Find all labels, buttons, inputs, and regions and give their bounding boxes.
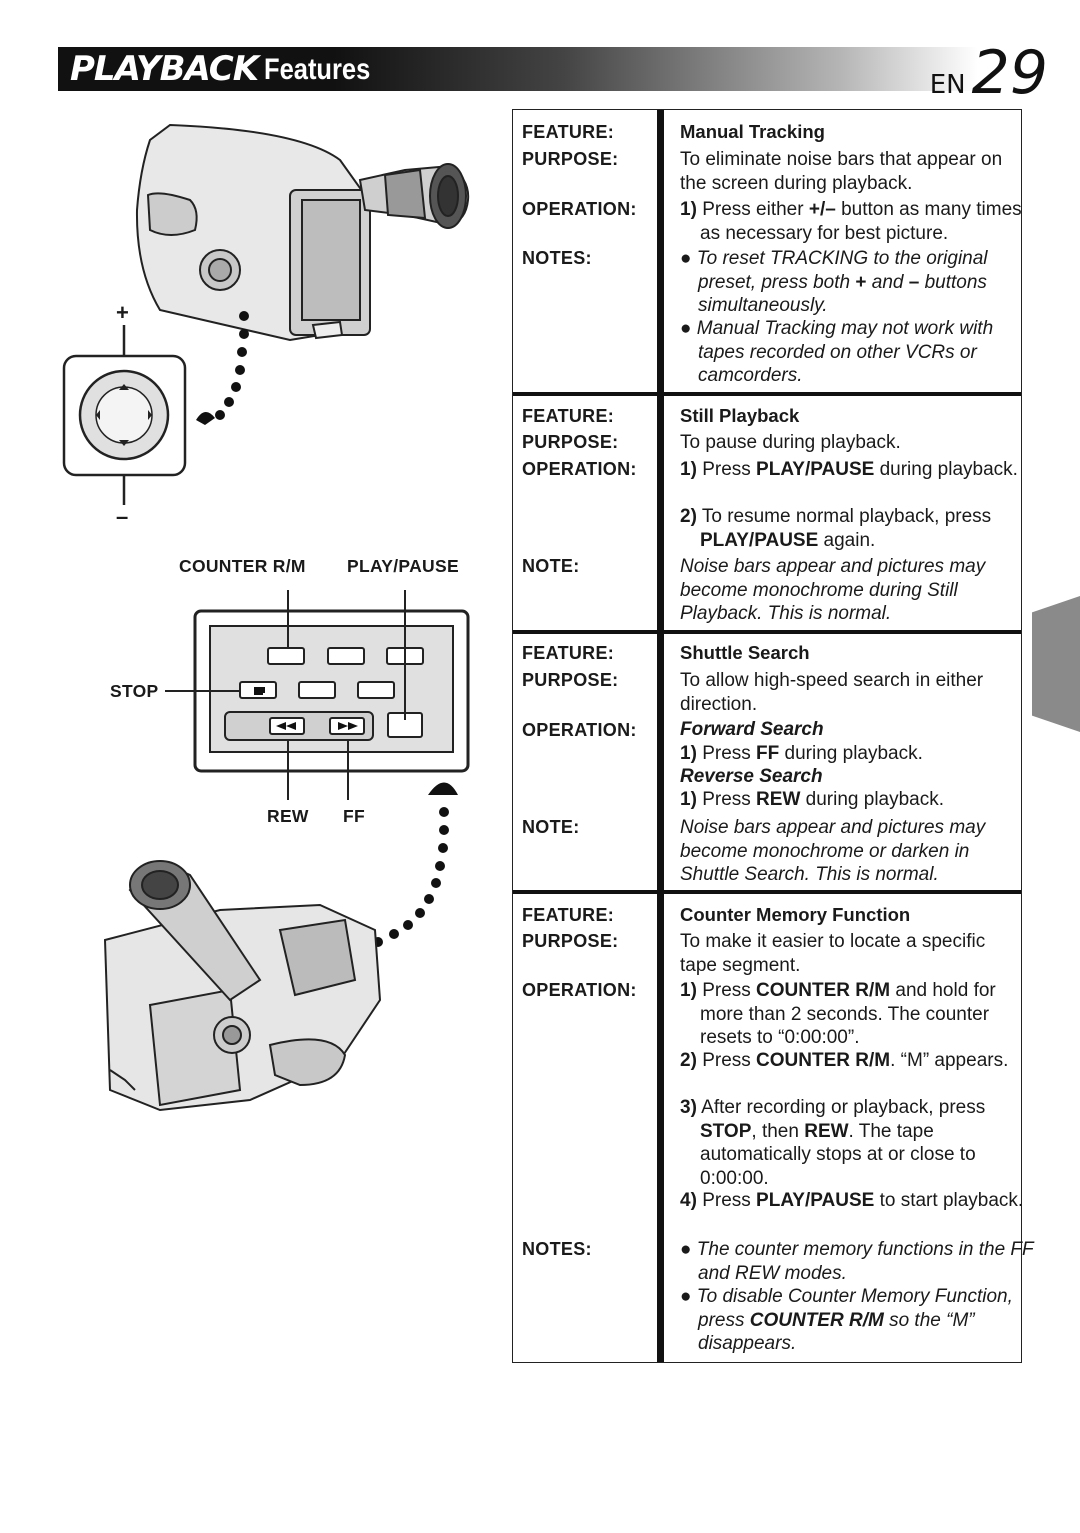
note-text: Noise bars appear and pictures may becom… xyxy=(680,556,986,624)
camcorder-illustrations: + – COUNTER R/M PLAY/PAUSE STOP REW FF xyxy=(0,100,500,1134)
header-title-features: Features xyxy=(264,53,371,86)
dotted-arrow-bottom xyxy=(357,782,458,953)
operation-step: 1) Press COUNTER R/M and hold for more t… xyxy=(680,980,996,1048)
rew-label: REW xyxy=(267,806,309,826)
operation-label: OPERATION: xyxy=(522,980,637,1000)
purpose-label: PURPOSE: xyxy=(522,432,619,452)
page-header-bar: PLAYBACK Features xyxy=(58,47,978,91)
section-divider xyxy=(513,890,1021,894)
feature-title: Still Playback xyxy=(680,405,800,426)
feature-title: Counter Memory Function xyxy=(680,904,911,925)
forward-search-title: Forward Search xyxy=(680,719,824,740)
operation-step: 2) To resume normal playback, press PLAY… xyxy=(680,506,992,551)
table-divider-vertical xyxy=(657,110,664,1362)
note-text: Noise bars appear and pictures may becom… xyxy=(680,817,986,885)
note-item: ● The counter memory functions in the FF… xyxy=(680,1239,1034,1284)
feature-label: FEATURE: xyxy=(522,905,615,925)
plus-label: + xyxy=(116,300,130,325)
note-item: ● Manual Tracking may not work with tape… xyxy=(680,318,994,386)
operation-label: OPERATION: xyxy=(522,199,637,219)
notes-label: NOTES: xyxy=(522,248,592,268)
feature-label: FEATURE: xyxy=(522,122,615,142)
section-divider xyxy=(513,392,1021,396)
note-label: NOTE: xyxy=(522,556,580,576)
note-item: ● To disable Counter Memory Function, pr… xyxy=(680,1286,1013,1354)
camcorder-top-view xyxy=(135,123,470,342)
feature-label: FEATURE: xyxy=(522,406,615,426)
feature-table: FEATURE: Manual Tracking PURPOSE: To eli… xyxy=(512,109,1033,1363)
purpose-text: To allow high-speed search in either dir… xyxy=(680,670,984,715)
header-title-playback: PLAYBACK xyxy=(70,49,259,89)
feature-title: Manual Tracking xyxy=(680,121,825,142)
purpose-text: To pause during playback. xyxy=(680,432,901,453)
minus-label: – xyxy=(116,504,129,529)
purpose-label: PURPOSE: xyxy=(522,931,619,951)
operation-step: 1) Press either +/– button as many times… xyxy=(680,199,1022,244)
feature-title: Shuttle Search xyxy=(680,642,810,663)
notes-label: NOTES: xyxy=(522,1239,592,1259)
purpose-text: To make it easier to locate a specific t… xyxy=(680,931,986,976)
tracking-dial xyxy=(62,325,187,505)
operation-step: 3) After recording or playback, press ST… xyxy=(680,1097,986,1189)
operation-label: OPERATION: xyxy=(522,720,637,740)
note-label: NOTE: xyxy=(522,817,580,837)
purpose-text: To eliminate noise bars that appear on t… xyxy=(680,149,1003,194)
side-thumb-tab xyxy=(1032,596,1080,732)
section-divider xyxy=(513,630,1021,634)
camcorder-bottom-view xyxy=(103,860,382,1112)
note-item: ● To reset TRACKING to the original pres… xyxy=(680,248,988,316)
feature-label: FEATURE: xyxy=(522,643,615,663)
reverse-search-title: Reverse Search xyxy=(680,766,823,787)
ff-label: FF xyxy=(343,806,365,826)
operation-step: 2) Press COUNTER R/M. “M” appears. xyxy=(680,1050,1009,1071)
purpose-label: PURPOSE: xyxy=(522,670,619,690)
dotted-arrow-top xyxy=(196,311,249,425)
stop-label: STOP xyxy=(110,681,159,701)
operation-label: OPERATION: xyxy=(522,459,637,479)
operation-step: 1) Press REW during playback. xyxy=(680,789,945,810)
purpose-label: PURPOSE: xyxy=(522,149,619,169)
operation-step: 1) Press PLAY/PAUSE during playback. xyxy=(680,459,1018,480)
language-code: EN xyxy=(929,70,966,100)
control-panel xyxy=(165,590,470,800)
operation-step: 1) Press FF during playback. xyxy=(680,743,923,764)
operation-step: 4) Press PLAY/PAUSE to start playback. xyxy=(680,1190,1024,1211)
page-number-value: 29 xyxy=(971,38,1048,108)
play-pause-label: PLAY/PAUSE xyxy=(347,556,459,576)
counter-rm-label: COUNTER R/M xyxy=(179,556,306,576)
camcorder-diagram xyxy=(62,123,470,1112)
